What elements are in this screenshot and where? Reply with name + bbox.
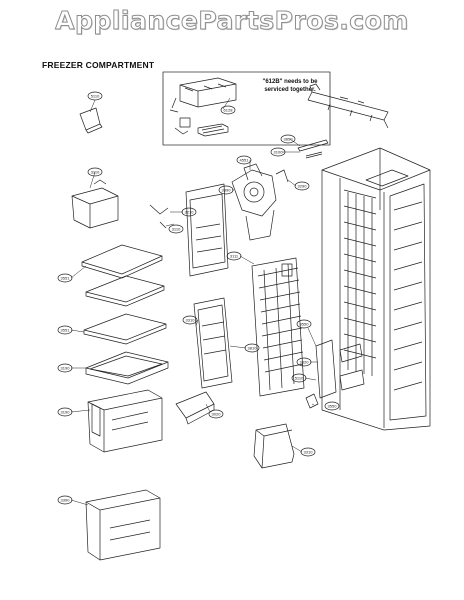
svg-text:3551: 3551 bbox=[61, 328, 71, 333]
glass-shelf-3 bbox=[83, 313, 167, 345]
evaporator-coil bbox=[251, 257, 305, 397]
svg-text:3020: 3020 bbox=[212, 412, 222, 417]
callout: 3550 bbox=[296, 319, 312, 329]
svg-text:3290: 3290 bbox=[298, 184, 308, 189]
callout: 3020 bbox=[208, 409, 224, 419]
ice-maker-kit-box bbox=[162, 71, 331, 146]
svg-text:3310: 3310 bbox=[304, 450, 314, 455]
screw bbox=[159, 221, 167, 229]
svg-text:5110: 5110 bbox=[91, 94, 100, 99]
callout: 3310 bbox=[182, 315, 198, 325]
callout: 3290 bbox=[294, 181, 310, 191]
ice-bin bbox=[71, 179, 119, 229]
svg-text:3390: 3390 bbox=[222, 188, 232, 193]
service-note: "612B" needs to be serviced together. bbox=[262, 79, 318, 93]
svg-text:3320: 3320 bbox=[300, 360, 310, 365]
evaporator-cover bbox=[193, 297, 233, 389]
shelf-frame bbox=[85, 351, 169, 385]
svg-text:6128: 6128 bbox=[224, 108, 234, 113]
callout: 3551 bbox=[57, 273, 73, 283]
svg-text:3210: 3210 bbox=[185, 210, 195, 215]
glass-shelf-2 bbox=[85, 275, 165, 307]
callout: 3190 bbox=[57, 363, 73, 373]
cover-plate bbox=[79, 107, 103, 134]
callout: 3810 bbox=[244, 343, 260, 353]
callout: 3100 bbox=[270, 147, 286, 157]
callout: 3390 bbox=[218, 185, 234, 195]
part-callouts: 5110 3110 3551 3551 3190 3190 3390 3850 … bbox=[57, 91, 340, 505]
svg-text:3550: 3550 bbox=[300, 322, 310, 327]
callout: 3550 bbox=[324, 401, 340, 411]
fan-motor-assembly bbox=[231, 163, 289, 241]
callout: 3110 bbox=[168, 224, 184, 234]
top-rail-assembly bbox=[307, 83, 389, 129]
small-clip bbox=[305, 151, 323, 159]
watermark: AppliancePartsPros.com bbox=[55, 6, 409, 36]
rail-assembly-lower bbox=[305, 339, 365, 409]
callout: 3850 bbox=[280, 134, 296, 144]
svg-text:3551: 3551 bbox=[61, 276, 71, 281]
leader-lines bbox=[70, 97, 318, 506]
svg-text:3111: 3111 bbox=[230, 254, 239, 259]
svg-text:5110: 5110 bbox=[295, 376, 304, 381]
svg-text:3190: 3190 bbox=[61, 366, 71, 371]
freezer-drawer-lower bbox=[85, 489, 161, 561]
callout: 3111 bbox=[226, 251, 242, 261]
callout: 3110 bbox=[87, 167, 103, 177]
callout: 5110 bbox=[87, 91, 103, 101]
callout: 3390 bbox=[57, 495, 73, 505]
rear-cover-panel bbox=[185, 183, 229, 277]
svg-text:3310: 3310 bbox=[186, 318, 196, 323]
callout: 5110 bbox=[291, 373, 307, 383]
callout: 3190 bbox=[57, 407, 73, 417]
glass-shelf-1 bbox=[81, 244, 163, 279]
svg-text:3190: 3190 bbox=[61, 410, 71, 415]
svg-text:3100: 3100 bbox=[274, 150, 284, 155]
hinge-bracket bbox=[365, 169, 409, 187]
callout: 3310 bbox=[300, 447, 316, 457]
svg-text:3850: 3850 bbox=[284, 137, 294, 142]
callout: 3210 bbox=[181, 207, 197, 217]
wire-harness bbox=[149, 204, 169, 215]
callout: 4551 bbox=[236, 155, 252, 165]
filter-strip bbox=[297, 139, 329, 152]
callout: 6128 bbox=[220, 105, 236, 115]
svg-text:3110: 3110 bbox=[172, 227, 181, 232]
callout: 3551 bbox=[57, 325, 73, 335]
svg-text:3550: 3550 bbox=[328, 404, 338, 409]
svg-text:3810: 3810 bbox=[248, 346, 258, 351]
svg-text:3110: 3110 bbox=[91, 170, 100, 175]
drawer-cover bbox=[175, 391, 215, 425]
sensor bbox=[281, 263, 293, 277]
section-title: FREEZER COMPARTMENT bbox=[42, 60, 155, 70]
cabinet-liner bbox=[321, 147, 431, 431]
crisper-cover bbox=[253, 423, 295, 469]
svg-text:3390: 3390 bbox=[61, 498, 71, 503]
freezer-drawer-upper bbox=[87, 389, 163, 453]
svg-text:4551: 4551 bbox=[240, 158, 250, 163]
callout: 3320 bbox=[296, 357, 312, 367]
